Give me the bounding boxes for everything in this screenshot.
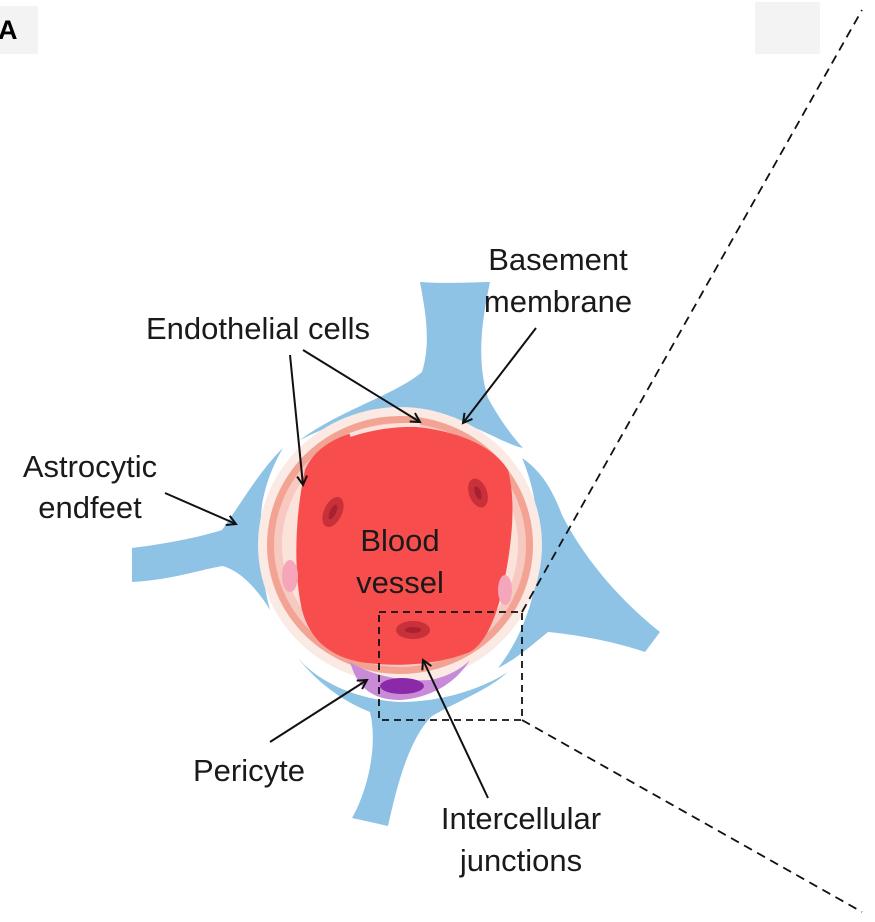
endothelial-nucleus-left bbox=[282, 560, 298, 592]
arrow-endothelial-cells-2 bbox=[302, 349, 420, 422]
zoom-line-top bbox=[521, 9, 863, 613]
red-blood-cell-3-center bbox=[405, 627, 421, 633]
label-intercellular-junctions-1: Intercellular bbox=[441, 801, 601, 836]
arrow-endothelial-cells-1 bbox=[289, 354, 303, 485]
panel-label: A bbox=[0, 6, 38, 54]
label-pericyte: Pericyte bbox=[193, 753, 305, 788]
label-blood-vessel-2: vessel bbox=[356, 565, 444, 600]
pericyte-nucleus bbox=[380, 678, 424, 694]
pericyte-group bbox=[350, 660, 470, 700]
blood-vessel-lumen bbox=[296, 426, 513, 665]
text-labels: Basement membrane Endothelial cells Astr… bbox=[23, 242, 632, 878]
astrocyte-bottom bbox=[298, 658, 508, 826]
label-endothelial-cells: Endothelial cells bbox=[146, 311, 370, 346]
astrocyte-top bbox=[300, 282, 523, 448]
junction-line-top bbox=[349, 422, 421, 437]
zoom-box bbox=[378, 611, 523, 721]
red-blood-cells bbox=[322, 478, 488, 639]
zoom-line-bottom bbox=[521, 719, 863, 913]
label-intercellular-junctions-2: junctions bbox=[459, 843, 582, 878]
label-basement-membrane-2: membrane bbox=[484, 284, 632, 319]
zoom-indicator bbox=[378, 9, 863, 913]
astrocyte-left bbox=[132, 448, 283, 610]
label-arrows bbox=[164, 327, 537, 799]
endothelial-nucleus-right bbox=[498, 575, 512, 605]
arrow-astrocytic-endfeet bbox=[164, 492, 236, 524]
arrow-basement-membrane bbox=[463, 327, 537, 423]
label-blood-vessel-1: Blood bbox=[360, 523, 439, 558]
label-basement-membrane-1: Basement bbox=[488, 242, 628, 277]
arrow-intercellular-junctions bbox=[423, 660, 489, 799]
astrocytic-endfeet-group bbox=[132, 282, 660, 826]
label-astrocytic-endfeet-2: endfeet bbox=[38, 490, 142, 525]
arrow-pericyte bbox=[269, 680, 367, 743]
corner-placeholder-box bbox=[755, 2, 820, 54]
astrocyte-right bbox=[498, 458, 660, 668]
red-blood-cell-2-center bbox=[474, 486, 482, 500]
panel-label-text: A bbox=[0, 15, 18, 45]
label-astrocytic-endfeet-1: Astrocytic bbox=[23, 449, 157, 484]
red-blood-cell-1-center bbox=[328, 504, 338, 520]
